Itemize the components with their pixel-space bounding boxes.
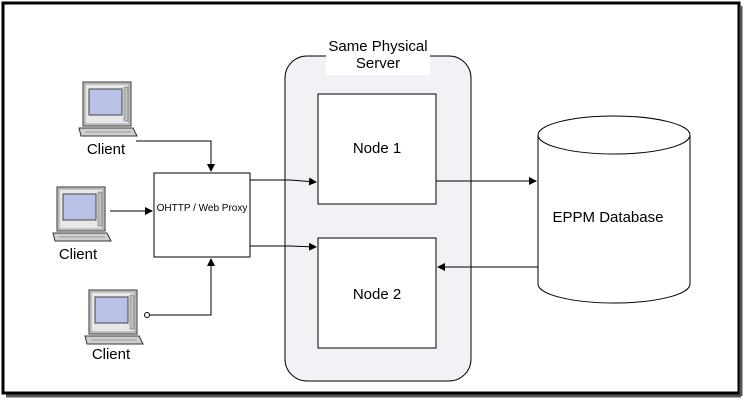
proxy-label: OHTTP / Web Proxy xyxy=(156,203,248,214)
database-cylinder xyxy=(537,115,691,304)
client-2-label: Client xyxy=(58,246,98,263)
client-1-label: Client xyxy=(86,141,126,158)
client-1-computer-icon xyxy=(78,81,138,137)
client-2-computer-icon xyxy=(52,186,112,242)
node-2-label: Node 2 xyxy=(352,286,402,303)
connector-client3-proxy xyxy=(149,258,215,316)
node-1-label: Node 1 xyxy=(352,140,402,157)
connector-proxy-node1 xyxy=(250,177,317,186)
client-3-computer-icon xyxy=(84,289,144,345)
connector-proxy-node2 xyxy=(250,242,317,251)
client-3-label: Client xyxy=(91,346,131,363)
connection-dot xyxy=(144,312,150,318)
node-1-box xyxy=(317,93,437,205)
database-label: EPPM Database xyxy=(552,209,664,226)
outer-frame xyxy=(1,1,741,395)
proxy-box xyxy=(153,172,251,258)
connector-client1-proxy xyxy=(136,140,215,172)
node-2-box xyxy=(317,237,437,349)
server-group-label: Same Physical Server xyxy=(326,36,430,75)
